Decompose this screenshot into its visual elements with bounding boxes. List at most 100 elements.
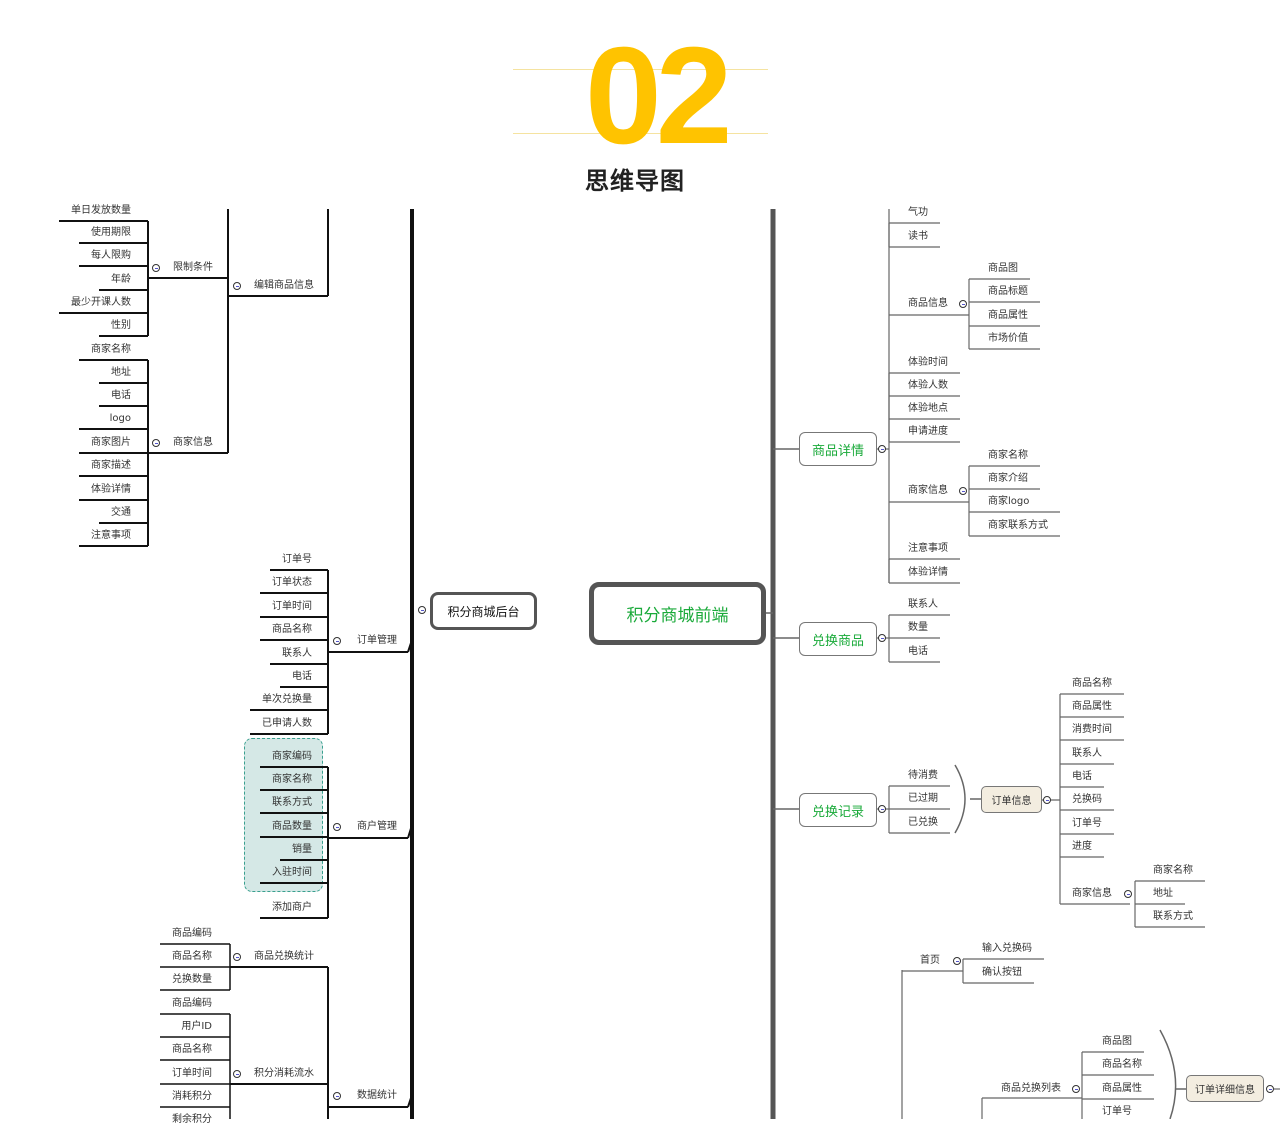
list-item[interactable]: 订单时间 [272,601,312,612]
collapse-toggle-icon[interactable] [152,264,160,272]
list-item[interactable]: 商家logo [988,496,1030,507]
list-item[interactable]: 商家名称 [988,450,1028,461]
list-item[interactable]: logo [109,413,131,424]
list-item[interactable]: 商家描述 [91,460,131,471]
list-item[interactable]: 年龄 [111,274,131,285]
collapse-toggle-icon[interactable] [333,637,341,645]
list-item[interactable]: 进度 [1072,841,1092,852]
list-item[interactable]: 商品名称 [172,1044,212,1055]
list-item[interactable]: 商家介绍 [988,473,1028,484]
branch-label[interactable]: 商户管理 [357,821,397,832]
list-item[interactable]: 读书 [908,231,928,242]
collapse-toggle-icon[interactable] [1043,796,1051,804]
list-item[interactable]: 商家图片 [91,437,131,448]
branch-label[interactable]: 商品信息 [908,298,948,309]
list-item[interactable]: 注意事项 [908,543,948,554]
collapse-toggle-icon[interactable] [233,282,241,290]
list-item[interactable]: 订单号 [282,554,312,565]
branch-label[interactable]: 编辑商品信息 [254,280,314,291]
list-item[interactable]: 电话 [908,646,928,657]
list-item[interactable]: 确认按钮 [982,967,1022,978]
collapse-toggle-icon[interactable] [333,1092,341,1100]
list-item[interactable]: 已申请人数 [262,718,312,729]
order-detail-node[interactable]: 订单详细信息 [1186,1075,1264,1102]
collapse-toggle-icon[interactable] [233,953,241,961]
list-item[interactable]: 每人限购 [91,250,131,261]
list-item[interactable]: 订单号 [1102,1106,1132,1117]
list-item[interactable]: 订单时间 [172,1068,212,1079]
branch-label[interactable]: 数据统计 [357,1090,397,1101]
branch-label[interactable]: 首页 [920,955,940,966]
collapse-toggle-icon[interactable] [959,300,967,308]
list-item[interactable]: 商品图 [988,263,1018,274]
collapse-toggle-icon[interactable] [418,606,426,614]
list-item[interactable]: 商家联系方式 [988,520,1048,531]
goods-detail-node[interactable]: 商品详情 [799,432,877,466]
collapse-toggle-icon[interactable] [1072,1085,1080,1093]
list-item[interactable]: 联系人 [908,599,938,610]
list-item[interactable]: 单日发放数量 [71,205,131,216]
list-item[interactable]: 订单状态 [272,577,312,588]
collapse-toggle-icon[interactable] [233,1070,241,1078]
list-item[interactable]: 申请进度 [908,426,948,437]
list-item[interactable]: 体验时间 [908,357,948,368]
branch-label[interactable]: 商家信息 [173,437,213,448]
list-item[interactable]: 商品名称 [1102,1059,1142,1070]
list-item[interactable]: 商品编码 [172,998,212,1009]
collapse-toggle-icon[interactable] [152,439,160,447]
list-item[interactable]: 商品名称 [1072,678,1112,689]
list-item[interactable]: 联系人 [282,648,312,659]
branch-label[interactable]: 积分消耗流水 [254,1068,314,1079]
list-item[interactable]: 销量 [292,844,312,855]
branch-label[interactable]: 商家信息 [908,485,948,496]
list-item[interactable]: 最少开课人数 [71,297,131,308]
list-item[interactable]: 电话 [111,390,131,401]
list-item[interactable]: 数量 [908,622,928,633]
backend-root-node[interactable]: 积分商城后台 [430,592,537,630]
list-item[interactable]: 待消费 [908,770,938,781]
list-item[interactable]: 商家名称 [1153,865,1193,876]
collapse-toggle-icon[interactable] [878,445,886,453]
list-item[interactable]: 单次兑换量 [262,694,312,705]
list-item[interactable]: 用户ID [181,1021,212,1032]
collapse-toggle-icon[interactable] [333,823,341,831]
collapse-toggle-icon[interactable] [1266,1085,1274,1093]
list-item[interactable]: 电话 [292,671,312,682]
branch-label[interactable]: 商家信息 [1072,888,1112,899]
list-item[interactable]: 消费时间 [1072,724,1112,735]
list-item[interactable]: 剩余积分 [172,1114,212,1125]
list-item[interactable]: 体验详情 [91,484,131,495]
list-item[interactable]: 商家编码 [272,751,312,762]
list-item[interactable]: 消耗积分 [172,1091,212,1102]
list-item[interactable]: 商家名称 [272,774,312,785]
list-item[interactable]: 商品数量 [272,821,312,832]
list-item[interactable]: 商品名称 [172,951,212,962]
list-item[interactable]: 商品属性 [988,310,1028,321]
list-item[interactable]: 商品标题 [988,286,1028,297]
list-item[interactable]: 订单号 [1072,818,1102,829]
frontend-root-node[interactable]: 积分商城前端 [589,582,766,645]
list-item[interactable]: 地址 [111,367,131,378]
list-item[interactable]: 已兑换 [908,817,938,828]
list-item[interactable]: 注意事项 [91,530,131,541]
branch-label[interactable]: 限制条件 [173,262,213,273]
list-item[interactable]: 联系人 [1072,748,1102,759]
collapse-toggle-icon[interactable] [959,487,967,495]
list-item[interactable]: 商家名称 [91,344,131,355]
collapse-toggle-icon[interactable] [878,805,886,813]
exchange-records-node[interactable]: 兑换记录 [799,793,877,827]
collapse-toggle-icon[interactable] [1124,890,1132,898]
list-item[interactable]: 气功 [908,207,928,218]
list-item[interactable]: 已过期 [908,793,938,804]
list-item[interactable]: 体验地点 [908,403,948,414]
list-item[interactable]: 地址 [1153,888,1173,899]
list-item[interactable]: 商品图 [1102,1036,1132,1047]
list-item[interactable]: 体验人数 [908,380,948,391]
list-item[interactable]: 电话 [1072,771,1092,782]
list-item[interactable]: 添加商户 [272,902,312,913]
list-item[interactable]: 输入兑换码 [982,943,1032,954]
list-item[interactable]: 使用期限 [91,227,131,238]
list-item[interactable]: 交通 [111,507,131,518]
list-item[interactable]: 商品编码 [172,928,212,939]
list-item[interactable]: 市场价值 [988,333,1028,344]
